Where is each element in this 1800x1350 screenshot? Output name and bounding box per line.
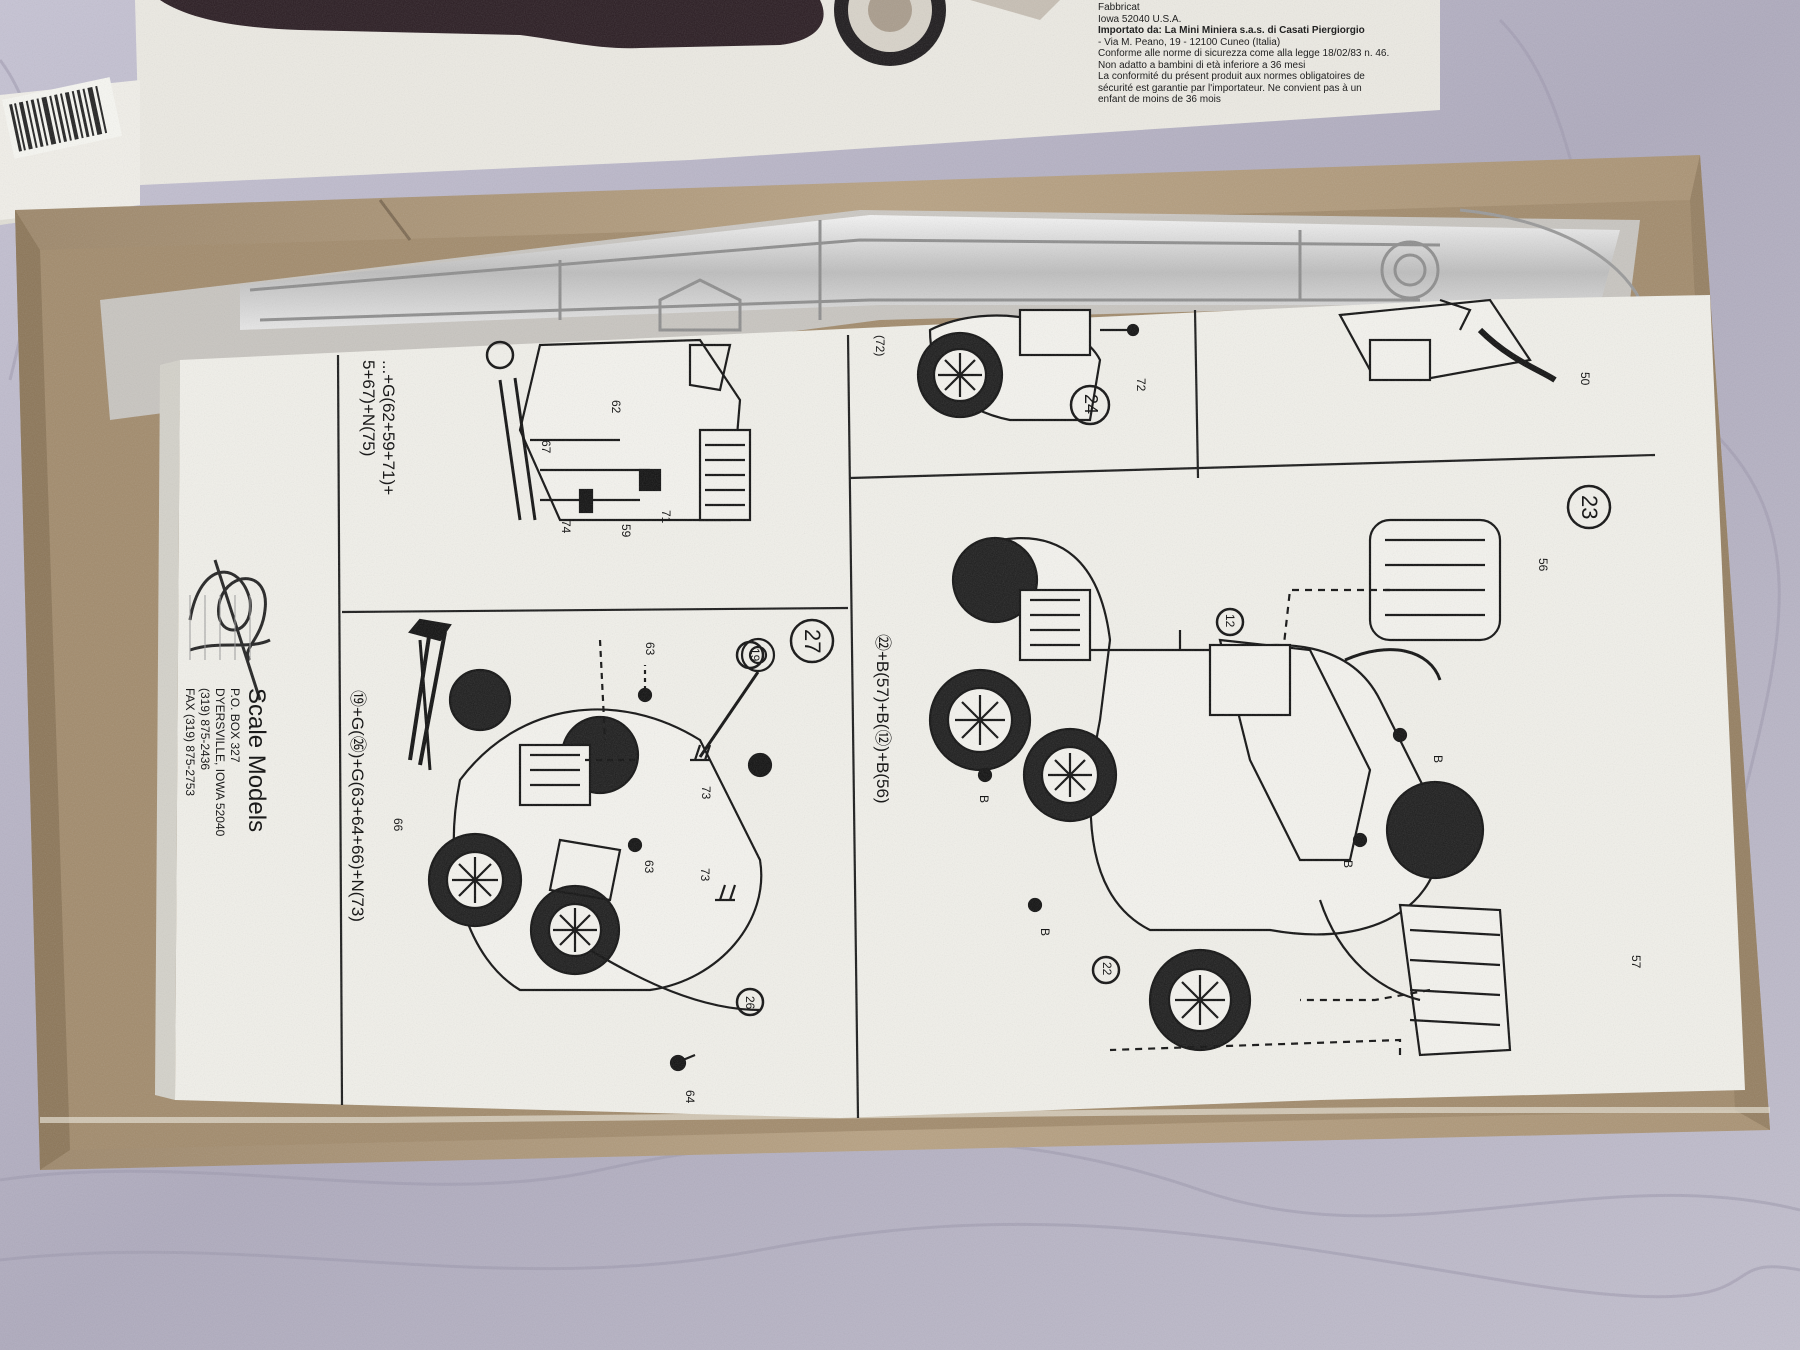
step-formula: ⑲+G(㉖)+G(63+64+66)+N(73): [348, 690, 367, 922]
lid-text-line: sécurité est garantie par l'importateur.…: [1098, 82, 1362, 94]
lid-car-picture: [160, 0, 824, 49]
step25-illustration: [498, 338, 752, 522]
part-label: 63: [643, 642, 657, 656]
signature-grid: [189, 595, 251, 660]
barcode: [2, 77, 123, 159]
part-label: B: [1038, 928, 1052, 937]
part-label: 73: [698, 868, 712, 882]
panel-divider-vertical: [846, 334, 860, 1119]
lid-text-line: Importato da: La Mini Miniera s.a.s. di …: [1098, 25, 1365, 36]
lid-text-line: La conformité du présent produit aux nor…: [1098, 71, 1365, 82]
part-label: 63: [642, 860, 656, 874]
box-lid-legal-text: Fabbricat Iowa 52040 U.S.A. Importato da…: [1098, 2, 1438, 106]
company-address-line: DYERSVILLE, IOWA 52040: [213, 688, 227, 837]
part-label: 71: [659, 510, 673, 524]
part-label: 22: [1100, 962, 1114, 976]
lid-car-wheel: [834, 0, 946, 66]
signature-logo: [188, 559, 271, 701]
step-formula: ...+G(62+59+71)+ 5+67)+N(75): [359, 360, 398, 496]
step-top-right-illustration: [1338, 298, 1557, 383]
lid-text-line: Conforme alle norme di sicurezza come al…: [1098, 48, 1390, 59]
part-label: 19: [748, 648, 762, 662]
company-address-line: (319) 875-2436: [198, 688, 212, 771]
part-label: 62: [609, 400, 623, 414]
part-label: 72: [1134, 378, 1148, 392]
part-label: 73: [699, 786, 713, 800]
lid-text-line: Non adatto a bambini di età inferiore a …: [1098, 59, 1306, 71]
panel-divider-horizontal: [849, 453, 1656, 480]
company-address-line: FAX (319) 875-2753: [183, 688, 197, 797]
box-lid: [0, 0, 1440, 225]
step-number-label: 27: [800, 629, 825, 654]
part-label: B: [1341, 860, 1355, 869]
panel-divider-vertical: [1193, 309, 1200, 479]
lid-text-line: - Via M. Peano, 19 - 12100 Cuneo (Italia…: [1098, 36, 1281, 48]
part-label: B: [977, 795, 991, 804]
step-number-label: 23: [1577, 495, 1602, 520]
step27-illustration: [408, 618, 776, 1072]
part-label: (72): [873, 335, 887, 357]
part-label: 74: [559, 520, 573, 534]
step-number-circles: [485, 340, 1612, 1017]
part-label: 12: [1223, 614, 1237, 628]
company-address-line: P.O. BOX 327: [228, 688, 242, 763]
part-label: 66: [391, 818, 405, 832]
part-label: 59: [619, 524, 633, 538]
step-number-label: 24: [1081, 394, 1101, 415]
step24-illustration: [916, 308, 1140, 422]
lid-text-line: enfant de moins de 36 mois: [1098, 94, 1221, 105]
company-name: Scale Models: [243, 688, 270, 833]
panel-divider-horizontal: [341, 606, 849, 614]
part-label: 50: [1578, 372, 1592, 386]
part-label: 57: [1629, 955, 1643, 969]
lid-text-line: Iowa 52040 U.S.A.: [1098, 13, 1182, 25]
part-label: 64: [683, 1090, 697, 1104]
step23-illustration: [928, 518, 1512, 1057]
company-block: Scale Models P.O. BOX 327 DYERSVILLE, IO…: [182, 688, 270, 836]
panel-divider-vertical: [336, 354, 344, 1106]
part-label: 67: [539, 440, 553, 454]
part-label: 26: [743, 996, 757, 1010]
part-label: 56: [1536, 558, 1550, 572]
step-formula: ㉒+B(57)+B(⑫)+B(56): [873, 634, 892, 804]
lid-text-line: Fabbricat: [1098, 2, 1140, 13]
part-label: B: [1431, 755, 1445, 764]
